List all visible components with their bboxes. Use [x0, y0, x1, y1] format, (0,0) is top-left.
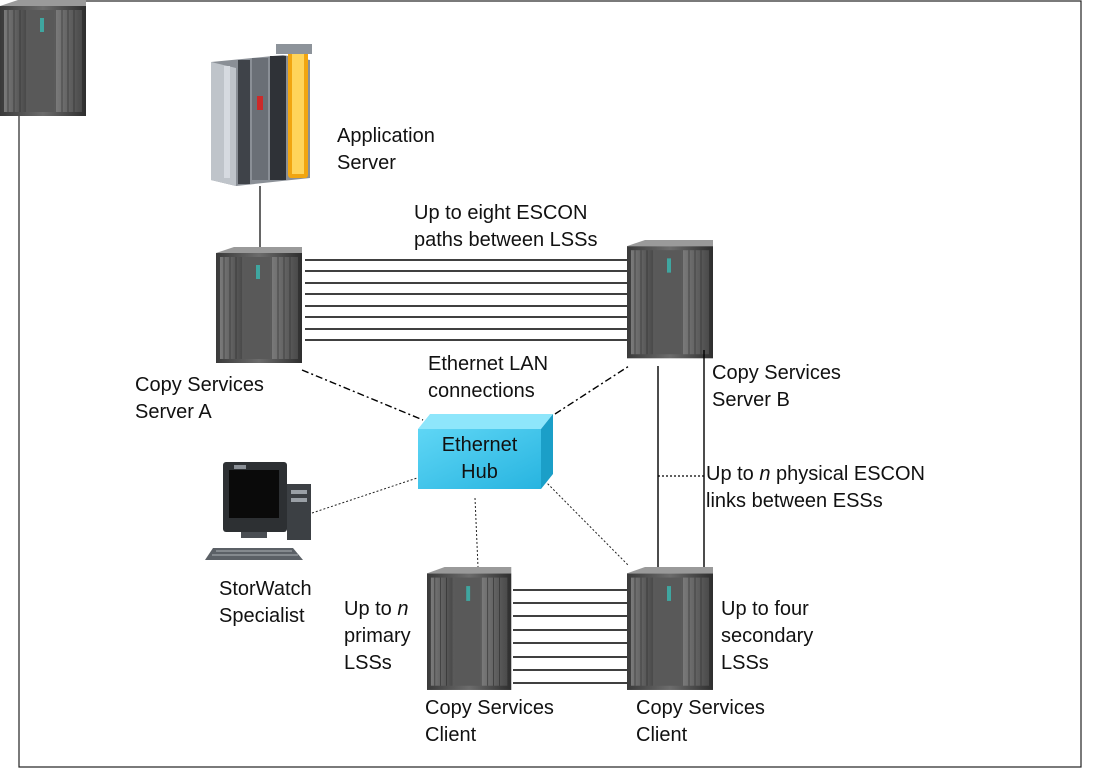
storwatch-label-line1: StorWatch [219, 578, 312, 600]
escon-paths-label-line1: Up to eight ESCON [414, 202, 588, 224]
client-right-label: Copy Services Client [636, 696, 765, 747]
escon-links-label-line1: Up to n physical ESCON [706, 462, 925, 486]
figure-frame [18, 0, 1082, 768]
application-server-label: Application Server [337, 124, 435, 175]
ethernet-hub-icon [418, 414, 553, 489]
server-b-label-line2: Server B [712, 389, 790, 411]
server-a-label: Copy Services Server A [135, 373, 264, 424]
storwatch-label-line2: Specialist [219, 605, 305, 627]
application-server-label-line1: Application [337, 125, 435, 147]
primary-lss-pre: Up to [344, 598, 398, 620]
server-a-label-line1: Copy Services [135, 374, 264, 396]
primary-lss-line3: LSSs [344, 652, 392, 674]
escon-paths-label-line2: paths between LSSs [414, 229, 598, 251]
lan-connections [301, 365, 630, 421]
client-left-line1: Copy Services [425, 697, 554, 719]
escon-paths-label: Up to eight ESCON paths between LSSs [414, 201, 597, 252]
secondary-lss-line3: LSSs [721, 652, 769, 674]
escon-links-pre: Up to [706, 463, 760, 485]
server-b-ess-icon [626, 239, 714, 359]
secondary-lss-label: Up to four secondary LSSs [721, 597, 813, 675]
client-right-ess-icon [626, 566, 714, 691]
ess-unit-template [0, 0, 86, 116]
primary-lss-line1: Up to n [344, 597, 411, 621]
escon-links-post: physical ESCON [770, 463, 925, 485]
secondary-lss-line2: secondary [721, 625, 814, 647]
client-left-ess-icon [426, 566, 512, 691]
ethernet-hub-label-line2: Hub [461, 461, 498, 483]
client-right-line1: Copy Services [636, 697, 765, 719]
physical-escon-links [657, 350, 705, 567]
lan-connections-thin [311, 477, 629, 568]
primary-lss-line2: primary [344, 625, 411, 647]
escon-links-label: Up to n physical ESCON links between ESS… [706, 462, 925, 513]
application-server-label-line2: Server [337, 152, 396, 174]
escon-links-var: n [759, 463, 771, 485]
storwatch-label: StorWatch Specialist [219, 577, 312, 628]
application-server-icon [211, 44, 312, 186]
lan-label-line1: Ethernet LAN [428, 353, 549, 375]
server-a-label-line2: Server A [135, 401, 212, 423]
server-a-ess-icon [215, 246, 303, 364]
escon-paths-top [305, 259, 627, 341]
escon-paths-bottom [513, 589, 627, 684]
lan-label-line2: connections [428, 380, 535, 402]
lan-connections-label: Ethernet LAN connections [428, 352, 548, 403]
client-left-line2: Client [425, 724, 477, 746]
storwatch-workstation-icon [205, 462, 311, 560]
escon-links-label-line2: links between ESSs [706, 490, 883, 512]
ethernet-hub-label: Ethernet Hub [418, 433, 541, 484]
client-left-label: Copy Services Client [425, 696, 554, 747]
server-b-label: Copy Services Server B [712, 361, 841, 412]
server-b-label-line1: Copy Services [712, 362, 841, 384]
primary-lss-var: n [397, 598, 409, 620]
ethernet-hub-label-line1: Ethernet [441, 434, 518, 456]
primary-lss-label: Up to n primary LSSs [344, 597, 411, 675]
secondary-lss-line1: Up to four [721, 598, 809, 620]
client-right-line2: Client [636, 724, 688, 746]
